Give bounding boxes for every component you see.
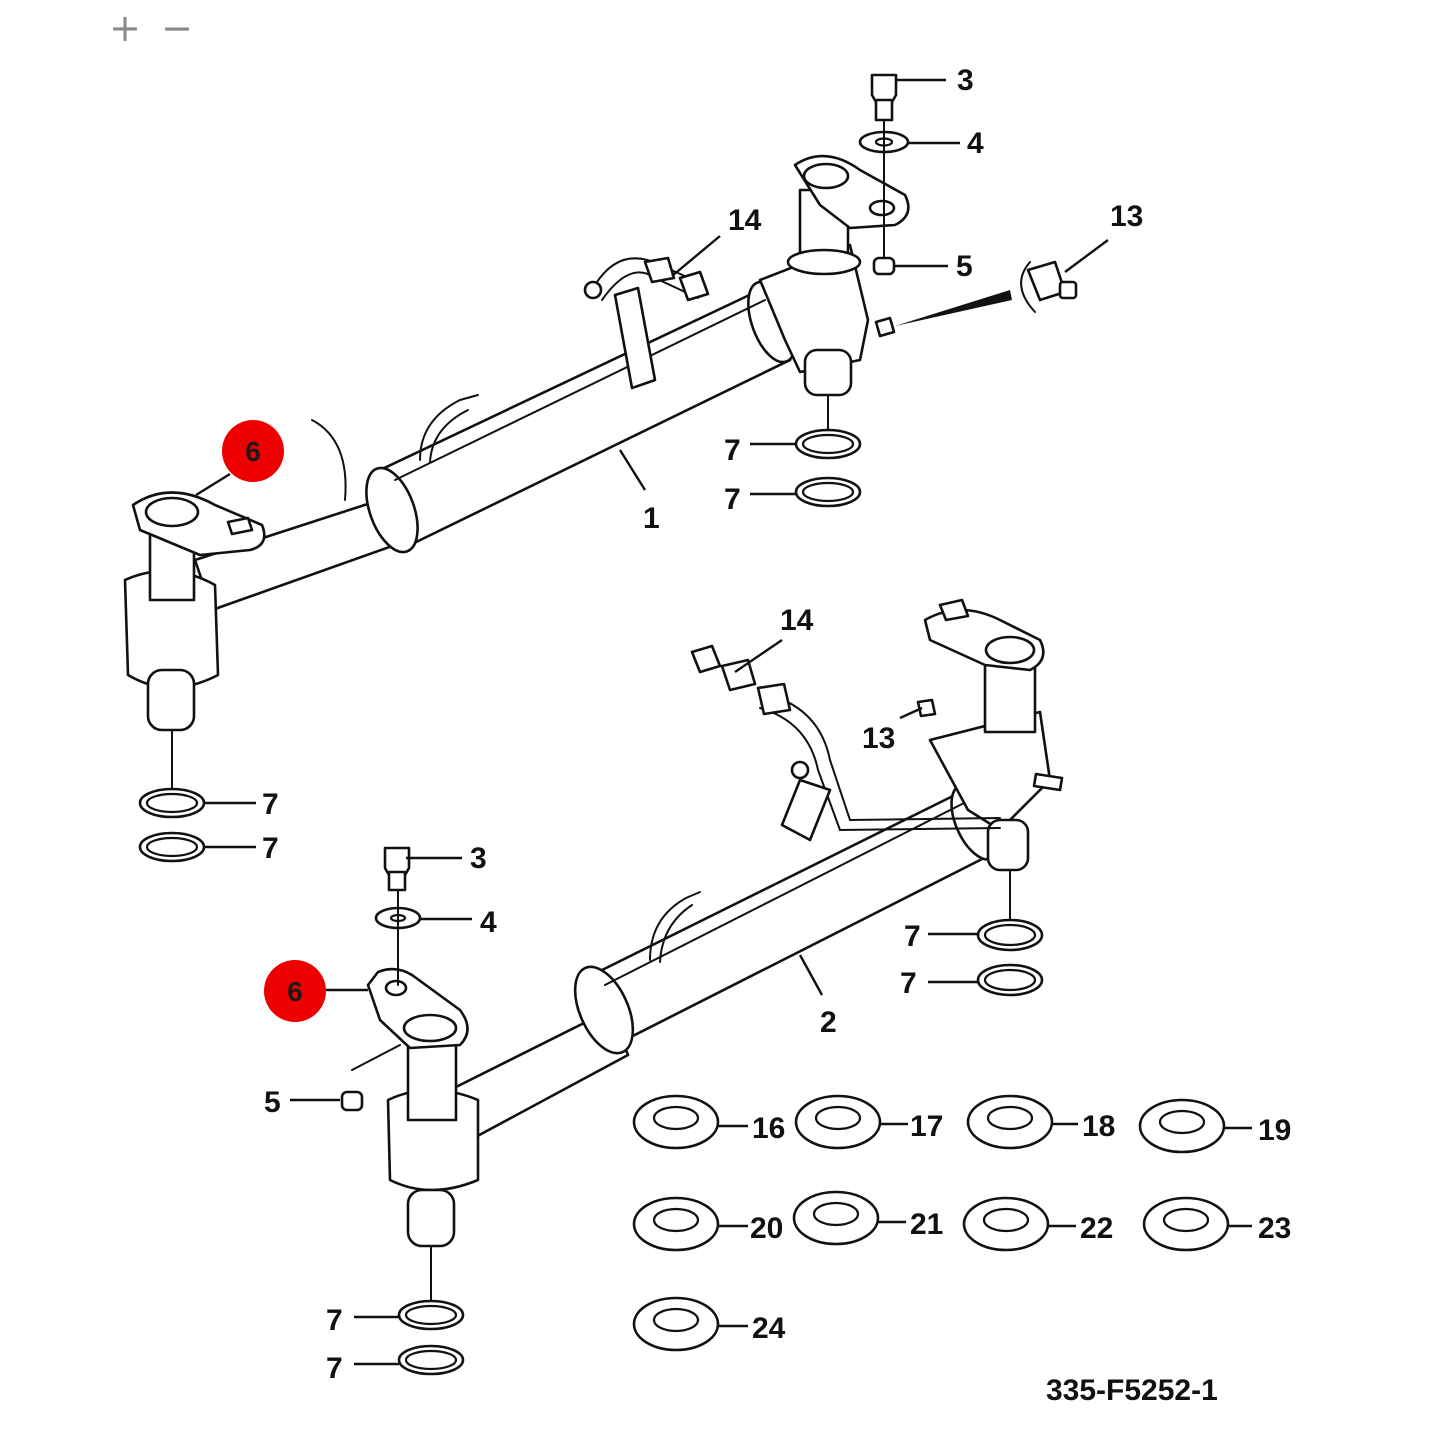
callout-7-lower-left-1[interactable]: 7 [326, 1304, 343, 1337]
callout-3-lower[interactable]: 3 [470, 842, 487, 875]
callout-4-upper[interactable]: 4 [967, 127, 984, 160]
callout-18[interactable]: 18 [1082, 1110, 1115, 1143]
hotspot-6-lower[interactable]: 6 [264, 960, 326, 1022]
washer-16 [632, 1094, 748, 1150]
callout-7-upper-left-2[interactable]: 7 [262, 832, 279, 865]
callout-7-upper-right-1[interactable]: 7 [724, 434, 741, 467]
washer-17 [794, 1094, 908, 1150]
callout-17[interactable]: 17 [910, 1110, 943, 1143]
zoom-controls: + − [108, 8, 194, 48]
callout-5-lower[interactable]: 5 [264, 1086, 281, 1119]
callout-7-lower-right-2[interactable]: 7 [900, 967, 917, 1000]
callout-7-upper-left-1[interactable]: 7 [262, 788, 279, 821]
callout-13-lower[interactable]: 13 [862, 722, 895, 755]
callout-2[interactable]: 2 [820, 1006, 837, 1039]
washer-20 [632, 1196, 748, 1252]
zoom-out-button[interactable]: − [161, 6, 193, 50]
callout-23[interactable]: 23 [1258, 1212, 1291, 1245]
callouts: 3 4 5 13 14 1 7 7 7 7 3 4 5 13 14 2 7 7 … [262, 64, 1291, 1385]
drawing-number: 335-F5252-1 [1046, 1374, 1218, 1407]
callout-4-lower[interactable]: 4 [480, 906, 497, 939]
callout-13-upper[interactable]: 13 [1110, 200, 1143, 233]
washer-19 [1138, 1098, 1252, 1154]
hotspot-marker[interactable] [264, 960, 326, 1022]
zoom-in-button[interactable]: + [109, 6, 141, 50]
callout-20[interactable]: 20 [750, 1212, 783, 1245]
washer-23 [1142, 1196, 1252, 1252]
callout-7-upper-right-2[interactable]: 7 [724, 483, 741, 516]
washer-22 [962, 1196, 1076, 1252]
callout-24[interactable]: 24 [752, 1312, 786, 1345]
callout-5-upper[interactable]: 5 [956, 250, 973, 283]
hotspot-marker[interactable] [222, 420, 284, 482]
shim-washers [632, 1094, 1252, 1352]
washer-18 [966, 1094, 1078, 1150]
callout-1[interactable]: 1 [643, 502, 660, 535]
callout-3-upper[interactable]: 3 [957, 64, 974, 97]
leader-lines [195, 78, 1109, 1366]
callout-14-lower[interactable]: 14 [780, 604, 814, 637]
callout-16[interactable]: 16 [752, 1112, 785, 1145]
washer-21 [792, 1190, 906, 1246]
steering-cylinder-2 [340, 598, 1064, 1376]
callout-21[interactable]: 21 [910, 1208, 943, 1241]
callout-6-upper[interactable]: 6 [245, 436, 261, 467]
callout-6-lower[interactable]: 6 [287, 976, 303, 1007]
callout-19[interactable]: 19 [1258, 1114, 1291, 1147]
washer-24 [632, 1296, 748, 1352]
hotspot-6-upper[interactable]: 6 [222, 420, 284, 482]
callout-7-lower-right-1[interactable]: 7 [904, 920, 921, 953]
callout-14-upper[interactable]: 14 [728, 204, 762, 237]
callout-7-lower-left-2[interactable]: 7 [326, 1352, 343, 1385]
steering-cylinder-1 [123, 73, 1078, 863]
callout-22[interactable]: 22 [1080, 1212, 1113, 1245]
